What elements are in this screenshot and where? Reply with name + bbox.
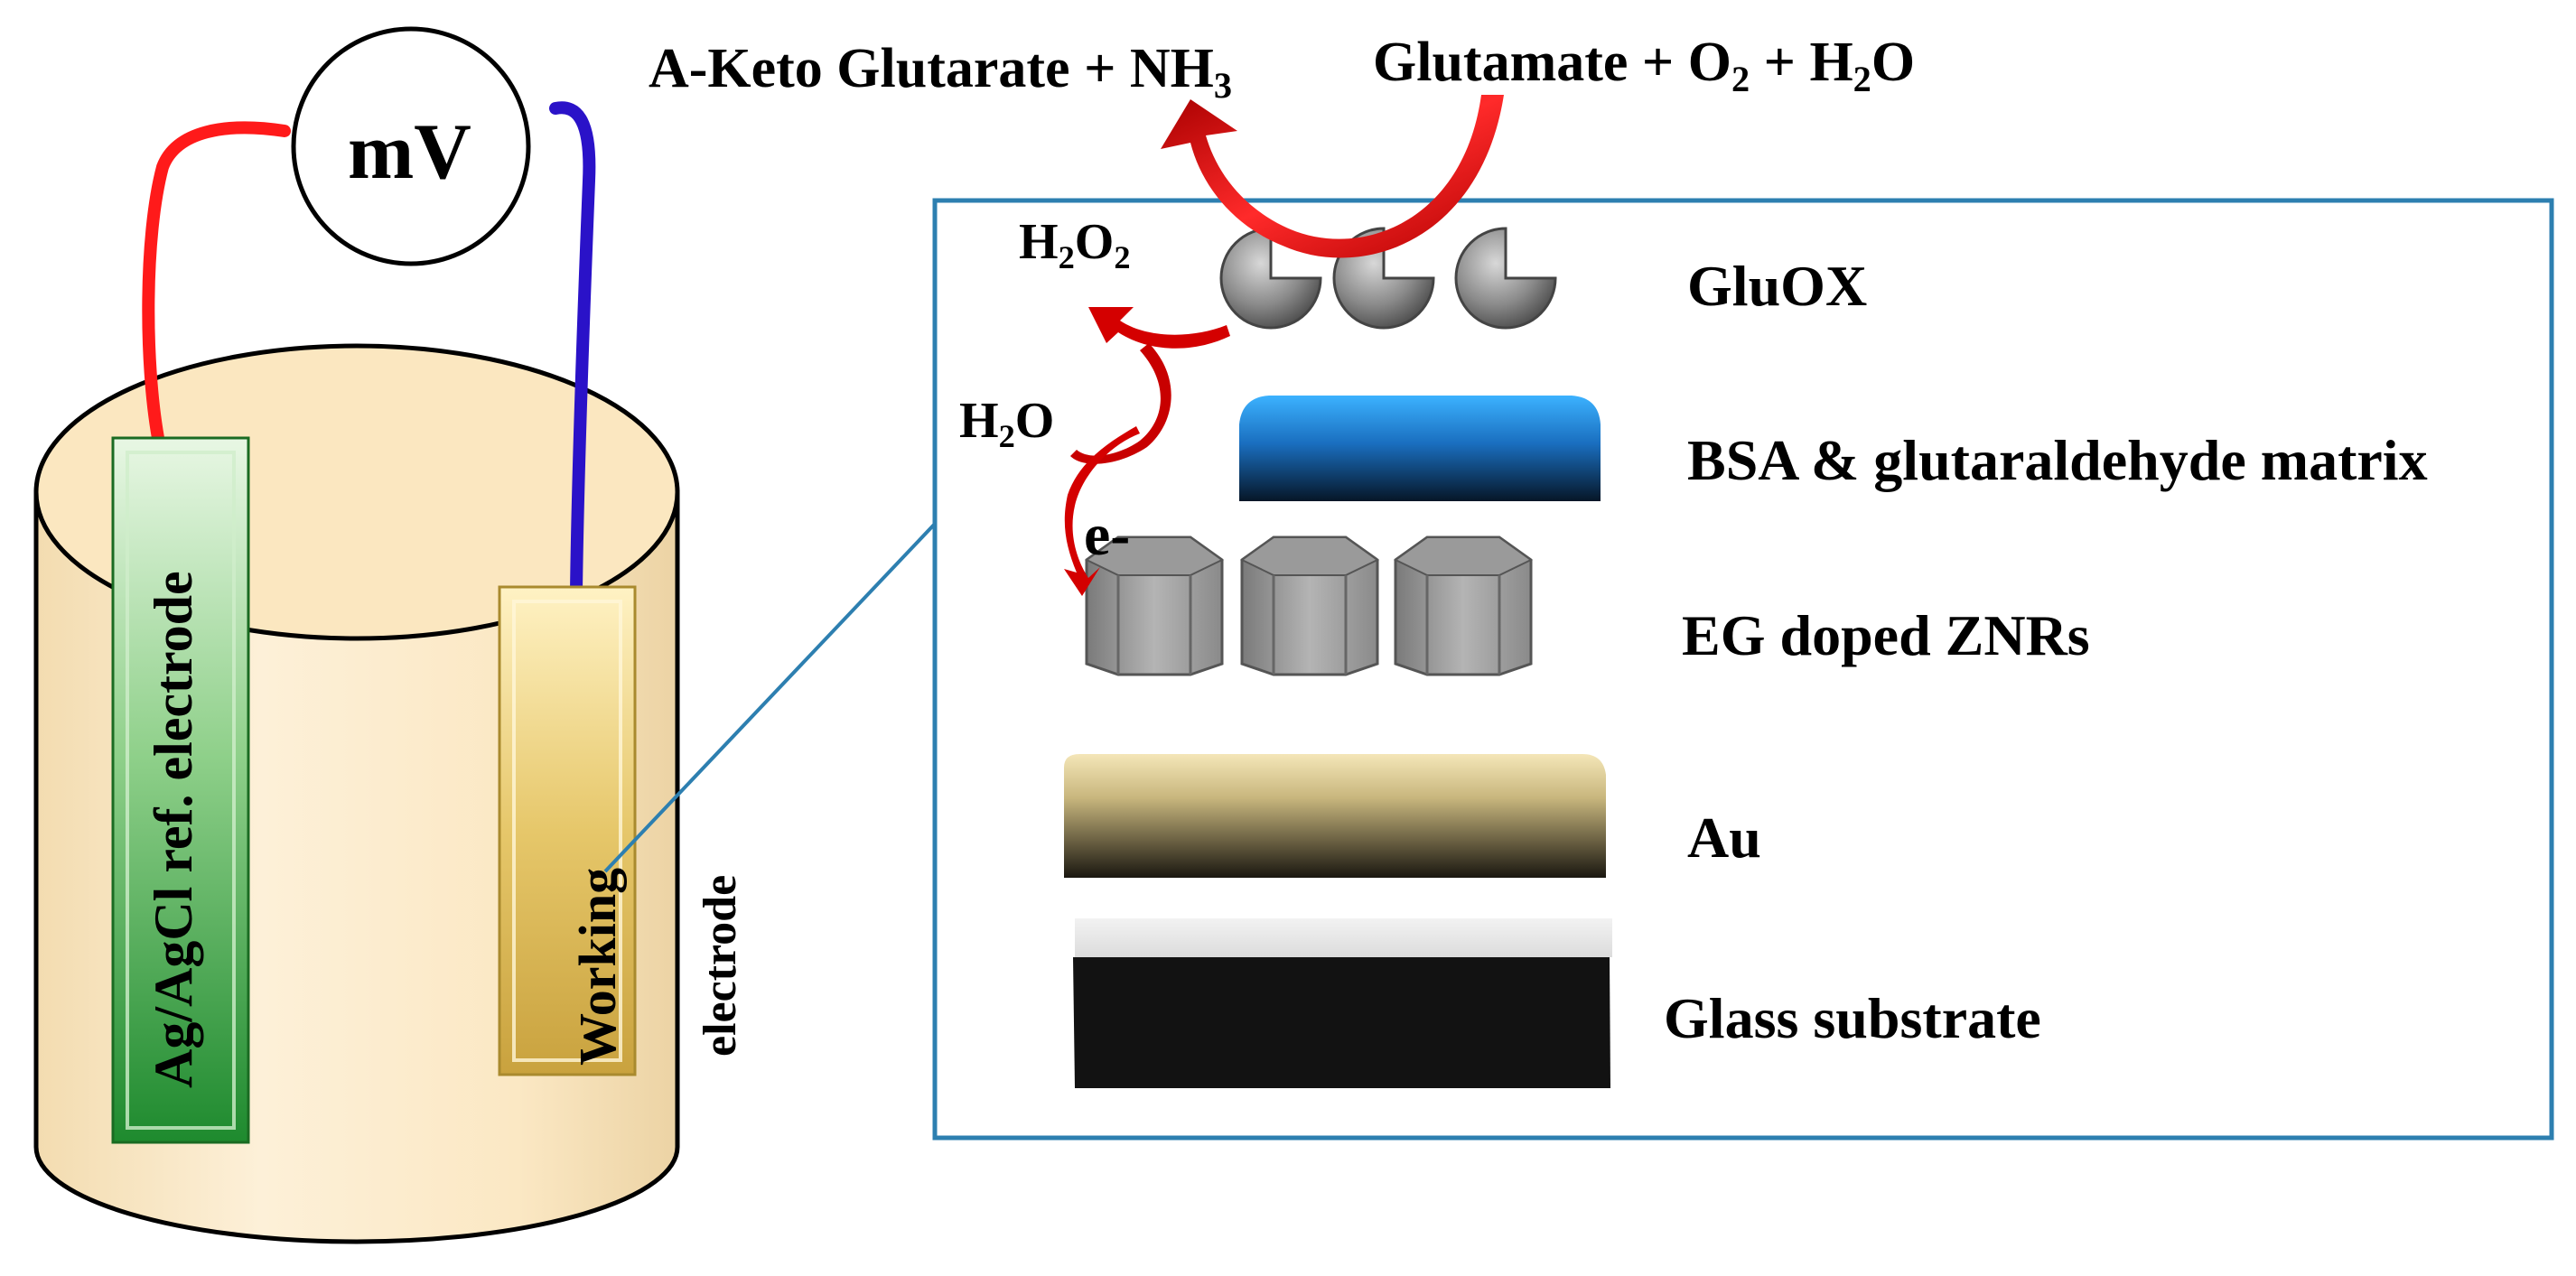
voltmeter-label: mV [348, 108, 471, 196]
enzyme [1454, 227, 1557, 330]
glass-substrate-label: Glass substrate [1664, 986, 2041, 1050]
zno-nanorods-label: EG doped ZNRs [1682, 603, 2090, 667]
voltmeter [291, 26, 531, 266]
reactants-label: Glutamate + O2 + H2O [1373, 32, 1916, 100]
bsa-matrix-label: BSA & glutaraldehyde matrix [1687, 428, 2428, 492]
nanorod [1240, 536, 1379, 676]
reference-electrode [111, 436, 250, 1144]
reaction-arrows [1064, 95, 1504, 596]
h2o2-label: H2O2 [1019, 214, 1131, 275]
zoom-connector [603, 522, 937, 873]
au-layer [1064, 754, 1606, 878]
electron-label: e- [1084, 502, 1131, 568]
nanorod [1085, 536, 1224, 676]
enzyme [1219, 227, 1322, 330]
nanorod [1394, 536, 1533, 676]
gluox-enzymes [1219, 227, 1557, 330]
glass-substrate-layer [1073, 918, 1612, 1088]
electron-arrow [1064, 426, 1140, 596]
bsa-matrix-layer [1239, 396, 1601, 501]
gluox-label: GluOX [1687, 254, 1868, 318]
glutamate-arrow [1161, 95, 1504, 258]
working-electrode [498, 585, 637, 1076]
blue-wire [549, 101, 596, 598]
working-electrode-label: Working [568, 867, 627, 1066]
au-label: Au [1687, 806, 1761, 870]
electrode-label: electrode [695, 874, 746, 1057]
zno-nanorods [1085, 536, 1533, 676]
products-label: A-Keto Glutarate + NH3 [649, 38, 1233, 107]
red-wire [142, 121, 291, 444]
h2o-label: H2O [959, 393, 1055, 454]
h2o2-arrow [1088, 307, 1230, 349]
reference-electrode-label: Ag/AgCl ref. electrode [144, 571, 203, 1088]
